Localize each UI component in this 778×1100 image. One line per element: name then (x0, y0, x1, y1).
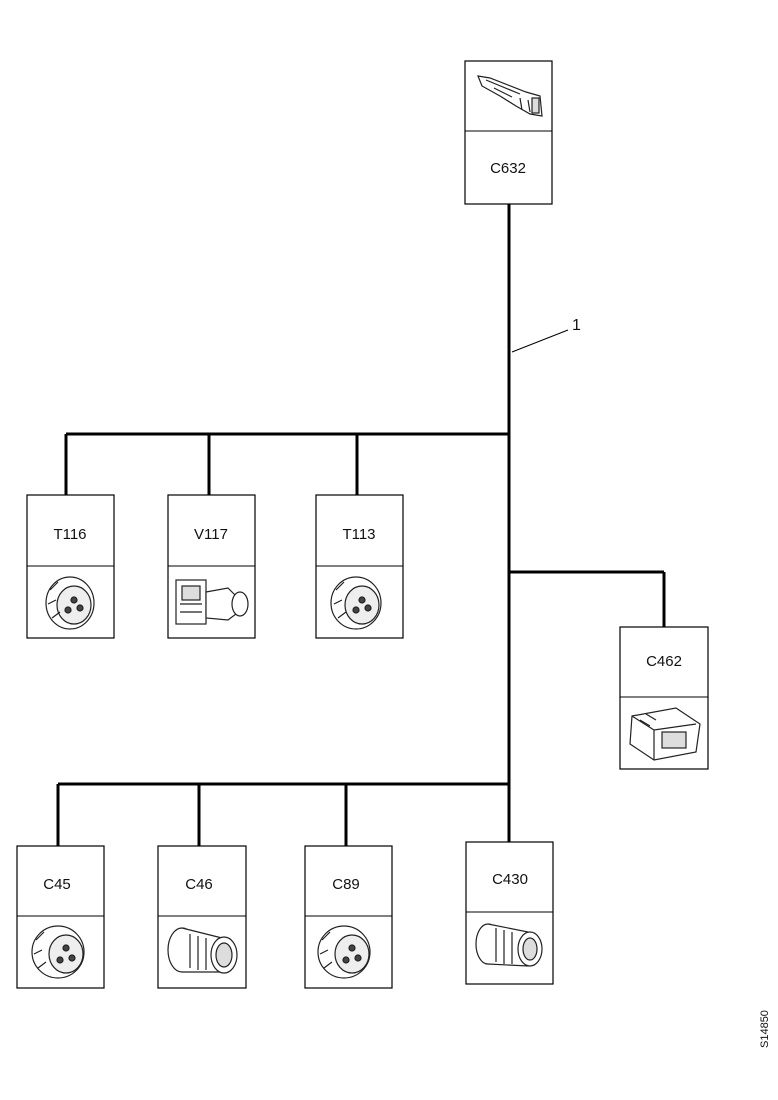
round-connector-icon (31, 925, 85, 979)
connector-c462: C462 (619, 626, 709, 770)
connector-label: C45 (43, 876, 71, 893)
callout-leader-line (511, 329, 569, 353)
connector-c430: C430 (465, 841, 554, 985)
round-connector-icon (330, 576, 382, 630)
connector-label: C462 (646, 653, 682, 670)
connector-label: C632 (490, 160, 526, 177)
valve-connector-icon (175, 579, 249, 625)
connector-t113: T113 (315, 494, 404, 639)
round-connector-icon (317, 925, 371, 979)
document-id: S14850 (759, 1010, 771, 1048)
connector-label: C46 (185, 876, 213, 893)
connector-label: T116 (53, 526, 86, 543)
connector-c46: C46 (157, 845, 247, 989)
connector-v117: V117 (167, 494, 256, 639)
connector-c89: C89 (304, 845, 393, 989)
terminal-pin-icon (477, 75, 543, 117)
connector-label: V117 (194, 526, 228, 543)
connector-label: C430 (492, 871, 528, 888)
connector-c632: C632 (464, 60, 553, 205)
round-connector-icon (45, 576, 95, 630)
connector-label: T113 (342, 526, 375, 543)
callout-1: 1 (511, 317, 581, 353)
callout-number: 1 (572, 317, 581, 334)
connector-label: C89 (332, 876, 360, 893)
harness-wires (56, 204, 666, 846)
connector-c45: C45 (16, 845, 105, 989)
connector-t116: T116 (26, 494, 115, 639)
bulkhead-connector-icon (167, 927, 238, 974)
rectangular-connector-icon (629, 707, 701, 761)
bulkhead-connector-icon (475, 923, 543, 967)
